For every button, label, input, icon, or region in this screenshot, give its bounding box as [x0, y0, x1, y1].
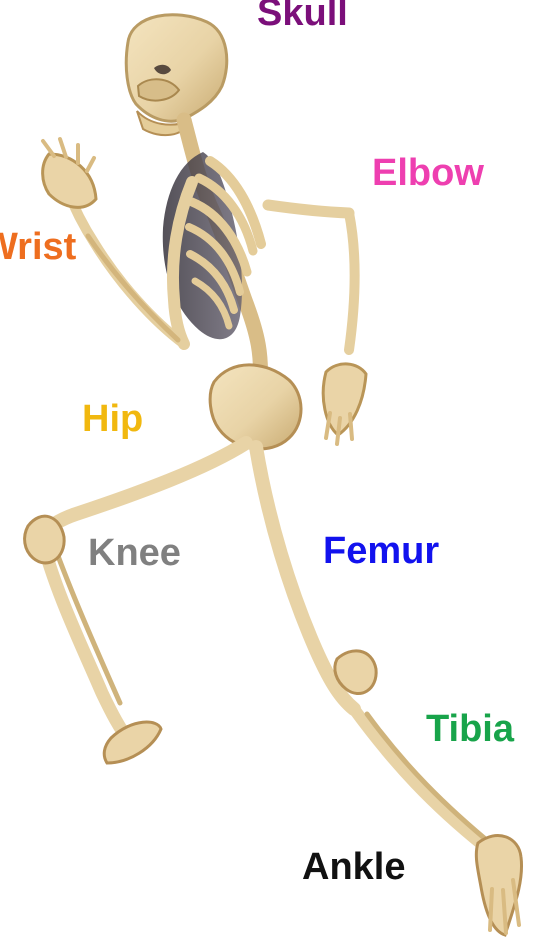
tibia-label: Tibia — [426, 710, 514, 748]
elbow-label: Elbow — [372, 154, 484, 192]
skull-label: Skull — [257, 0, 348, 32]
knee-label: Knee — [88, 534, 181, 572]
femur-label: Femur — [323, 532, 439, 570]
skull-bone — [126, 15, 227, 135]
pelvis-and-legs — [25, 365, 522, 935]
hip-label: Hip — [82, 400, 143, 438]
ankle-label: Ankle — [302, 848, 405, 886]
wrist-label: Wrist — [0, 228, 76, 266]
